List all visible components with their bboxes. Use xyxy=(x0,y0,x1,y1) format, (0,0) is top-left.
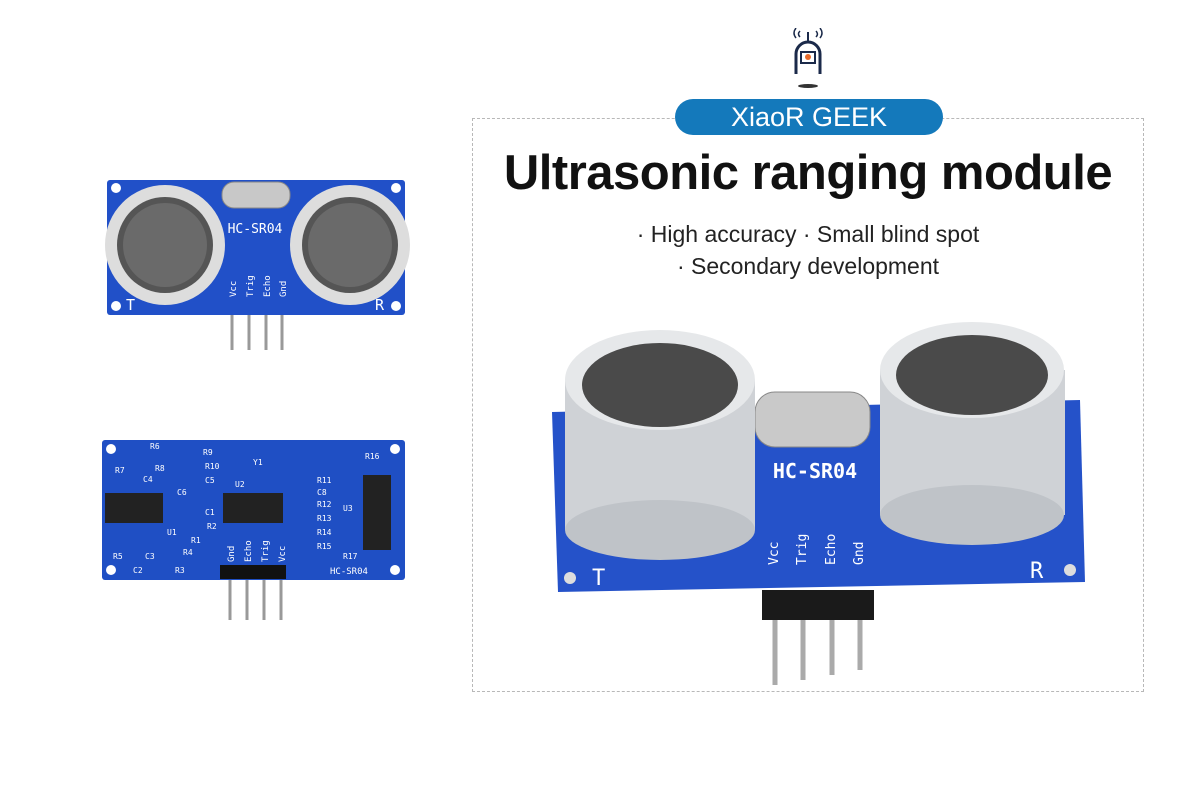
pin-label: Vcc xyxy=(229,281,239,297)
model-label: HC-SR04 xyxy=(228,222,283,237)
transmitter xyxy=(105,185,225,305)
silkscreen-label: R7 xyxy=(115,466,125,475)
silkscreen-label: R5 xyxy=(113,552,123,561)
silkscreen-label: U2 xyxy=(235,480,245,489)
pin-label: Vcc xyxy=(278,546,288,562)
silkscreen-label: R3 xyxy=(175,566,185,575)
silkscreen-label: Y1 xyxy=(253,458,263,467)
silkscreen-label: R10 xyxy=(205,462,220,471)
silkscreen-label: U1 xyxy=(167,528,177,537)
robot-logo-icon xyxy=(793,28,823,88)
pin-label: Gnd xyxy=(852,542,867,565)
receiver-label: R xyxy=(1030,559,1044,584)
header xyxy=(220,565,286,579)
silkscreen-label: R4 xyxy=(183,548,193,557)
board-front-small-image: HC-SR04 Vcc Trig Echo Gnd T R xyxy=(105,180,410,350)
chip-u3 xyxy=(363,475,391,550)
silkscreen-label: R14 xyxy=(317,528,332,537)
silkscreen-label: C2 xyxy=(133,566,143,575)
pin-label: Echo xyxy=(244,540,254,562)
silkscreen-label: C3 xyxy=(145,552,155,561)
silkscreen-label: C1 xyxy=(205,508,215,517)
silkscreen-label: U3 xyxy=(343,504,353,513)
receiver xyxy=(290,185,410,305)
silkscreen-label: R15 xyxy=(317,542,332,551)
chip-u1 xyxy=(105,493,163,523)
pin-label: Trig xyxy=(795,534,810,565)
pin-label: Echo xyxy=(824,534,839,565)
pin-label: Gnd xyxy=(227,546,237,562)
transmitter xyxy=(565,330,755,560)
silkscreen-label: R8 xyxy=(155,464,165,473)
silkscreen-label: C6 xyxy=(177,488,187,497)
feature-line-2: · Secondary development xyxy=(676,253,940,279)
transmitter-label: T xyxy=(126,296,135,314)
pins xyxy=(230,310,284,350)
silkscreen-label: R17 xyxy=(343,552,358,561)
pin-label: Vcc xyxy=(767,542,782,565)
silkscreen-label: R6 xyxy=(150,442,160,451)
silkscreen-label: R2 xyxy=(207,522,217,531)
silkscreen-label: R11 xyxy=(317,476,332,485)
silkscreen-label: R12 xyxy=(317,500,332,509)
receiver-label: R xyxy=(375,296,385,314)
model-label: HC-SR04 xyxy=(330,567,368,577)
silkscreen-label: R9 xyxy=(203,448,213,457)
crystal xyxy=(221,181,291,209)
board-main-image: HC-SR04 Vcc Trig Echo Gnd T R xyxy=(552,322,1085,685)
feature-line-1: · High accuracy · Small blind spot xyxy=(636,221,980,247)
receiver xyxy=(880,322,1065,545)
silkscreen-label: R1 xyxy=(191,536,201,545)
pin-label: Echo xyxy=(263,275,273,297)
headline: Ultrasonic ranging module xyxy=(503,146,1113,200)
transmitter-label: T xyxy=(592,566,605,591)
silkscreen-label: R16 xyxy=(365,452,380,461)
silkscreen-label: R13 xyxy=(317,514,332,523)
brand-badge: XiaoR GEEK xyxy=(675,99,943,135)
pin-label: Gnd xyxy=(279,281,289,297)
model-label: HC-SR04 xyxy=(773,459,857,483)
silkscreen-label: C8 xyxy=(317,488,327,497)
pin-label: Trig xyxy=(246,275,256,297)
crystal xyxy=(754,391,871,448)
silkscreen-label: C5 xyxy=(205,476,215,485)
silkscreen-label: C4 xyxy=(143,475,153,484)
chip-u2 xyxy=(223,493,283,523)
pin-label: Trig xyxy=(261,540,271,562)
